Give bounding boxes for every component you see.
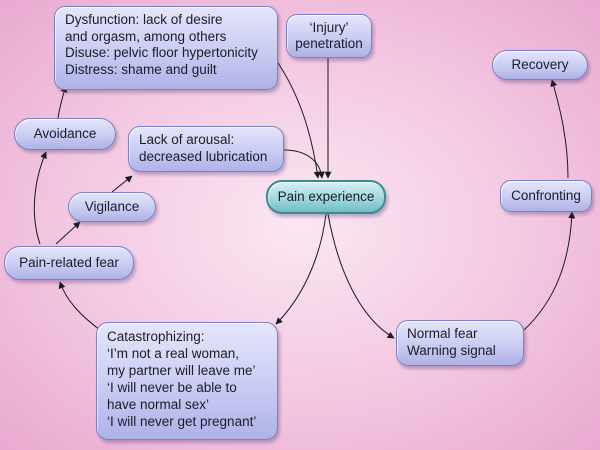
arousal-line-1: Lack of arousal: xyxy=(139,132,235,147)
arrow-catastrophizing-to-fear xyxy=(58,281,101,331)
arrow-normal-fear-to-confronting xyxy=(523,211,576,331)
avoidance-box: Avoidance xyxy=(14,118,116,150)
normal-fear-line-1: Normal fear xyxy=(407,326,478,341)
dysfunction-line-4: Distress: shame and guilt xyxy=(65,61,217,77)
recovery-box: Recovery xyxy=(492,50,588,80)
dysfunction-line-2: and orgasm, among others xyxy=(65,28,227,44)
pain-related-fear-label: Pain-related fear xyxy=(19,254,119,270)
recovery-label: Recovery xyxy=(511,56,569,72)
pain-experience-label: Pain experience xyxy=(277,188,375,204)
pain-related-fear-box: Pain-related fear xyxy=(4,246,134,280)
injury-line-1: ‘Injury’ xyxy=(309,19,349,35)
catastrophizing-line-2: ‘I’m not a real woman, xyxy=(107,346,240,361)
arrow-pain-to-catastrophizing xyxy=(275,213,327,325)
catastrophizing-line-4: ‘I will never be able to xyxy=(107,380,237,395)
arrow-dysfunction-to-pain xyxy=(275,59,321,179)
pain-experience-box: Pain experience xyxy=(266,180,386,214)
arrow-avoidance-to-dysfunction xyxy=(57,85,68,119)
catastrophizing-line-6: ‘I will never get pregnant’ xyxy=(107,414,257,429)
catastrophizing-box: Catastrophizing: ‘I’m not a real woman, … xyxy=(96,322,278,440)
vigilance-box: Vigilance xyxy=(68,192,156,222)
dysfunction-line-3: Disuse: pelvic floor hypertonicity xyxy=(65,45,258,60)
catastrophizing-line-5: have normal sex’ xyxy=(107,397,210,412)
arousal-line-2: decreased lubrication xyxy=(139,148,268,164)
confronting-label: Confronting xyxy=(511,187,581,203)
confronting-box: Confronting xyxy=(500,180,592,212)
arrow-arousal-to-pain xyxy=(283,149,325,179)
avoidance-label: Avoidance xyxy=(33,125,97,141)
injury-line-2: penetration xyxy=(295,36,363,51)
dysfunction-line-1: Dysfunction: lack of desire xyxy=(65,12,223,27)
arrow-vigilance-to-arousal xyxy=(111,175,133,193)
catastrophizing-line-3: my partner will leave me’ xyxy=(107,363,256,378)
arrow-fear-to-vigilance xyxy=(55,221,81,245)
arrow-fear-to-avoidance xyxy=(33,151,47,245)
normal-fear-line-2: Warning signal xyxy=(407,342,496,358)
catastrophizing-line-1: Catastrophizing: xyxy=(107,329,205,344)
normal-fear-box: Normal fear Warning signal xyxy=(396,320,524,366)
dysfunction-box: Dysfunction: lack of desire and orgasm, … xyxy=(54,6,278,90)
vigilance-label: Vigilance xyxy=(84,198,140,214)
injury-box: ‘Injury’ penetration xyxy=(286,14,372,58)
arrow-confronting-to-recovery xyxy=(550,79,569,179)
lack-of-arousal-box: Lack of arousal: decreased lubrication xyxy=(128,126,284,172)
arrow-pain-to-normal-fear xyxy=(327,213,395,339)
